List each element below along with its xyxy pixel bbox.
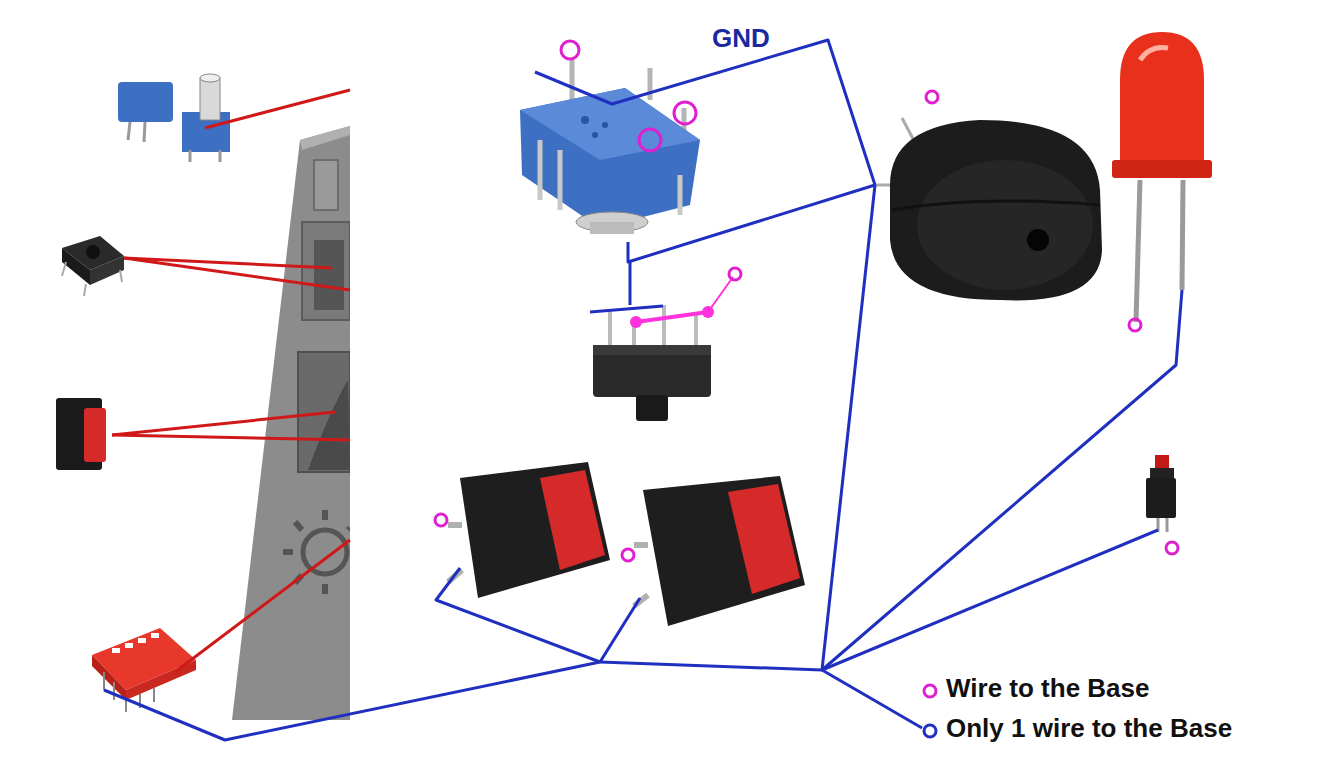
dip-switch — [92, 628, 196, 712]
rocker-switch — [634, 476, 805, 626]
tact-switch — [593, 277, 733, 421]
legend-sample — [924, 725, 936, 737]
small-tact-switch — [62, 236, 124, 296]
signal-label: GND — [712, 24, 770, 53]
ground-wires — [104, 40, 1182, 740]
buzzer — [875, 118, 1102, 300]
leader-lines — [112, 90, 350, 672]
legend-text: Wire to the Base — [946, 674, 1149, 703]
led — [1112, 32, 1212, 322]
legend-sample — [924, 685, 936, 697]
legend-text: Only 1 wire to the Base — [946, 714, 1232, 743]
base-wire-markers — [435, 41, 1178, 561]
rocker-switch — [448, 462, 610, 598]
small-rocker-switch — [56, 398, 106, 470]
push-button — [1146, 455, 1176, 532]
small-encoder — [118, 74, 230, 162]
